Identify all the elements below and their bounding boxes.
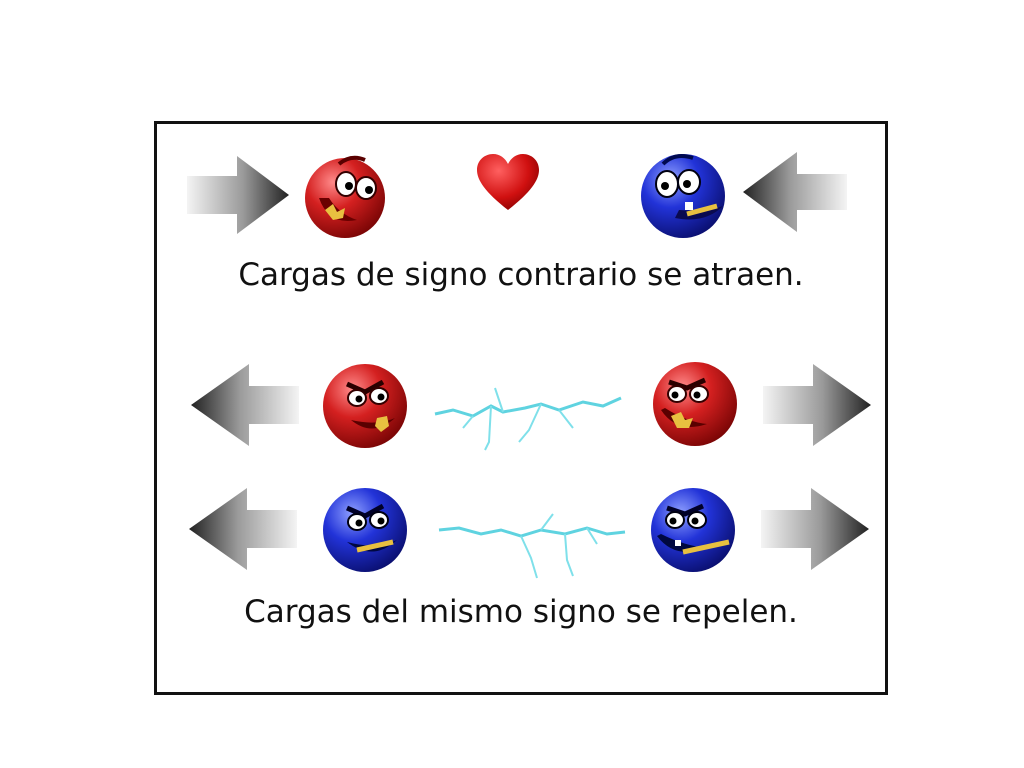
arrow-left-icon <box>189 488 297 570</box>
arrow-right-icon <box>763 364 871 446</box>
caption-repel: Cargas del mismo signo se repelen. <box>244 594 798 630</box>
caption-attract: Cargas de signo contrario se atraen. <box>238 257 804 293</box>
diagram-frame: Cargas de signo contrario se atraen. <box>154 121 888 695</box>
arrow-left-icon <box>191 364 299 446</box>
blue-charge-smiley-icon <box>323 488 407 572</box>
red-charge-smiley-icon <box>323 364 407 448</box>
heart-icon <box>477 154 539 210</box>
lightning-icon <box>434 387 622 451</box>
red-charge-smiley-icon <box>653 362 737 446</box>
blue-charge-smiley-icon <box>641 154 725 238</box>
blue-charge-smiley-icon <box>651 488 735 572</box>
arrow-right-icon <box>761 488 869 570</box>
red-charge-smiley-icon <box>305 155 385 238</box>
arrow-left-icon <box>743 152 847 232</box>
lightning-icon <box>438 513 626 579</box>
arrow-right-icon <box>187 156 289 234</box>
